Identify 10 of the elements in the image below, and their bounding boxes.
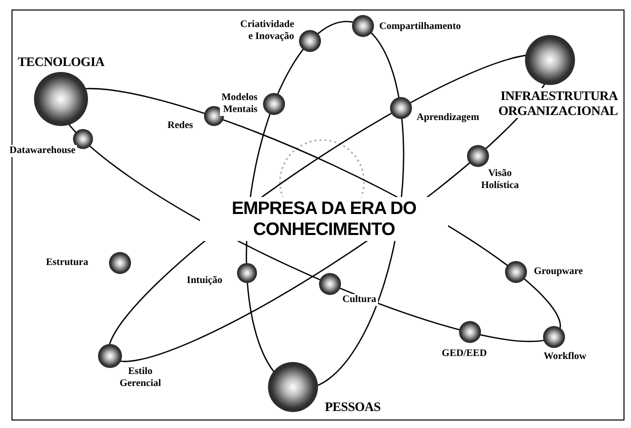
category-label: INFRAESTRUTURA ORGANIZACIONAL [496, 88, 620, 118]
node-label: Modelos Mentais [219, 92, 260, 116]
node-label: Datawarehouse [8, 145, 78, 158]
central-title: EMPRESA DA ERA DO CONHECIMENTO [200, 197, 448, 241]
node-label: Criatividade e Inovação [238, 19, 296, 44]
node-label: Cultura [340, 294, 378, 306]
node-label: Compartilhamento [377, 21, 463, 34]
node-label: Aprendizagem [414, 112, 482, 124]
node-label: Intuição [184, 274, 224, 287]
node-label: Groupware [532, 266, 585, 278]
